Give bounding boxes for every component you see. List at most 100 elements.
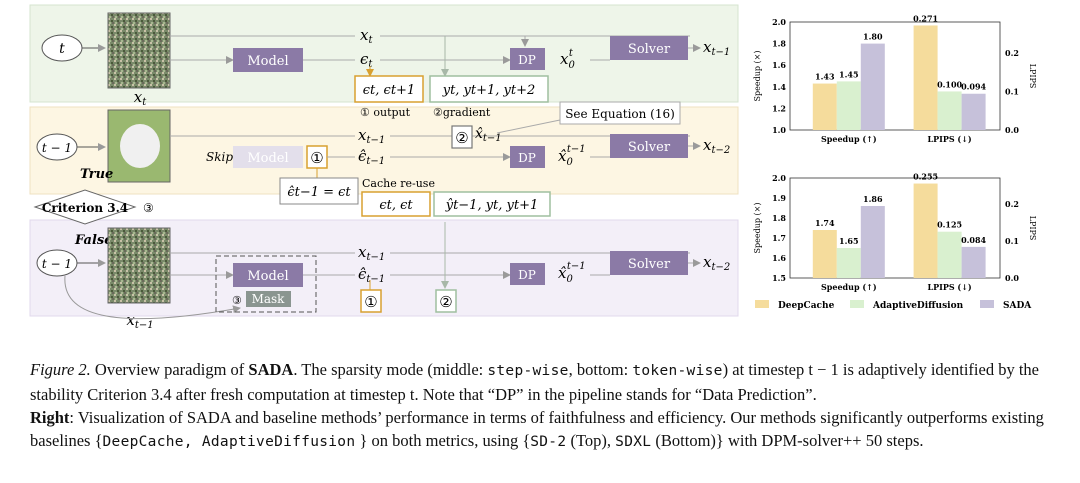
data-label: 0.084 — [961, 235, 986, 245]
cache-gradient-box — [429, 75, 549, 103]
legend-swatch-adaptive — [850, 300, 864, 308]
right-tick-label: 0.2 — [1005, 48, 1019, 58]
bar-sada — [860, 43, 885, 130]
noisy-panda-image-row3 — [107, 227, 171, 304]
left-tick-label: 2.0 — [772, 17, 786, 27]
caption-text-7: (Top), — [566, 431, 616, 450]
cache-output-values: ϵt, ϵt+1 — [363, 83, 415, 98]
dp-block-row3 — [510, 263, 545, 285]
left-tick-label: 1.6 — [772, 60, 786, 70]
token-wise-dashed-box — [215, 255, 317, 313]
dp-label-row1: DP — [518, 53, 536, 67]
caption-text-4: ) at timestep t − 1 is adaptively identi… — [30, 360, 1039, 404]
marker-2-row2 — [451, 125, 473, 149]
caption-text-2: . The sparsity mode (middle: — [293, 360, 488, 379]
caption-sdxl: SDXL — [615, 434, 652, 450]
bar-adaptivediffusion — [836, 81, 861, 130]
noisy-panda-image-t — [107, 12, 171, 89]
cache-gradient-values: yt, yt+1, yt+2 — [442, 83, 536, 98]
left-tick-label: 1.5 — [772, 273, 786, 283]
cache-output-note: ① output — [360, 106, 411, 119]
legend-label-sada: SADA — [1003, 301, 1032, 311]
left-tick-label: 2.0 — [772, 173, 786, 183]
left-axis-label: Speedup (×) — [753, 203, 762, 254]
solver-label-row3: Solver — [628, 257, 671, 272]
chart-frame — [789, 177, 1001, 279]
solver-block-row1 — [610, 36, 688, 60]
dp-block-row2 — [510, 146, 545, 168]
bar-sada — [961, 93, 986, 130]
timestep-label-row3: t − 1 — [42, 257, 72, 271]
bar-adaptivediffusion — [937, 91, 962, 130]
see-equation-box — [559, 101, 681, 125]
marker-2-row3 — [435, 289, 457, 313]
marker-2-text-row3: ② — [439, 293, 452, 311]
caption-text-6: } on both metrics, using { — [355, 431, 531, 450]
model-label-row1: Model — [247, 54, 288, 69]
overview-figure: t xt Model xt ϵt DP x0t Solver xt−1 ϵt, … — [29, 4, 1037, 331]
marker-2-text-row2: ② — [455, 129, 468, 147]
feedback-arrow — [64, 275, 241, 320]
solver-block-row2 — [610, 134, 688, 158]
data-label: 0.271 — [913, 13, 938, 23]
data-label: 0.094 — [961, 82, 986, 92]
caption-step-wise: step-wise — [487, 363, 569, 379]
caption-text-3: , bottom: — [568, 360, 633, 379]
caption-text-5: : Visualization of SADA and baseline met… — [30, 408, 1044, 450]
caption-sd2: SD-2 — [530, 434, 567, 450]
data-label: 0.100 — [937, 79, 962, 89]
left-axis-label: Speedup (×) — [753, 51, 762, 102]
mask-block — [246, 291, 291, 307]
x0-var-row1: x0t — [560, 48, 575, 71]
caption-sada: SADA — [248, 360, 294, 379]
right-axis-label: LPIPS — [1028, 216, 1037, 241]
model-block-row3 — [233, 263, 303, 287]
bar-adaptivediffusion — [937, 231, 962, 278]
data-label: 1.43 — [815, 72, 835, 82]
true-label: True — [80, 167, 113, 182]
right-tick-label: 0.1 — [1005, 86, 1019, 96]
figure-caption: Figure 2. Overview paradigm of SADA. The… — [30, 358, 1060, 454]
data-label: 1.65 — [839, 236, 858, 246]
see-equation-text: See Equation (16) — [565, 107, 675, 121]
legend-swatch-sada — [980, 300, 994, 308]
caption-figure-label: Figure 2. — [30, 360, 91, 379]
marker-1-text-row2: ① — [310, 149, 323, 167]
left-tick-label: 1.7 — [772, 233, 786, 243]
category-label: Speedup (↑) — [821, 282, 877, 292]
category-label: LPIPS (↓) — [927, 134, 971, 144]
panda-shape-row2 — [120, 124, 160, 168]
dp-label-row2: DP — [518, 151, 536, 165]
data-label: 1.74 — [815, 218, 835, 228]
caption-right: Right — [30, 408, 70, 427]
criterion-diamond — [33, 189, 137, 225]
caption-text-8: (Bottom)} with DPM-solver++ 50 steps. — [651, 431, 924, 450]
data-label: 0.255 — [913, 172, 938, 182]
caption-baselines: DeepCache, AdaptiveDiffusion — [102, 434, 356, 450]
right-tick-label: 0.0 — [1005, 273, 1019, 283]
skipped-model-block — [233, 146, 303, 168]
cache-reuse-gradient-values: ŷt−1, yt, yt+1 — [445, 198, 539, 213]
left-tick-label: 1.2 — [772, 103, 786, 113]
bar-sada — [961, 246, 986, 278]
cache-reuse-output-values: ϵt, ϵt — [379, 198, 413, 213]
epsilon-equation-box — [279, 177, 359, 205]
left-tick-label: 1.9 — [772, 193, 786, 203]
data-label: 1.45 — [839, 69, 858, 79]
solver-label-row1: Solver — [628, 42, 671, 57]
cache-gradient-note: ②gradient — [433, 106, 491, 119]
marker-1-row3 — [360, 289, 382, 313]
bar-deepcache — [913, 183, 938, 278]
bar-adaptivediffusion — [836, 248, 861, 278]
solver-block-row3 — [610, 251, 688, 275]
right-tick-label: 0.2 — [1005, 199, 1019, 209]
right-axis-label: LPIPS — [1028, 64, 1037, 89]
category-label: LPIPS (↓) — [927, 282, 971, 292]
model-block-row1 — [233, 48, 303, 72]
left-tick-label: 1.0 — [772, 125, 786, 135]
criterion-number: ③ — [143, 201, 154, 215]
epsilon-equation: ϵ̂t−1 = ϵt — [287, 185, 351, 200]
category-label: Speedup (↑) — [821, 134, 877, 144]
